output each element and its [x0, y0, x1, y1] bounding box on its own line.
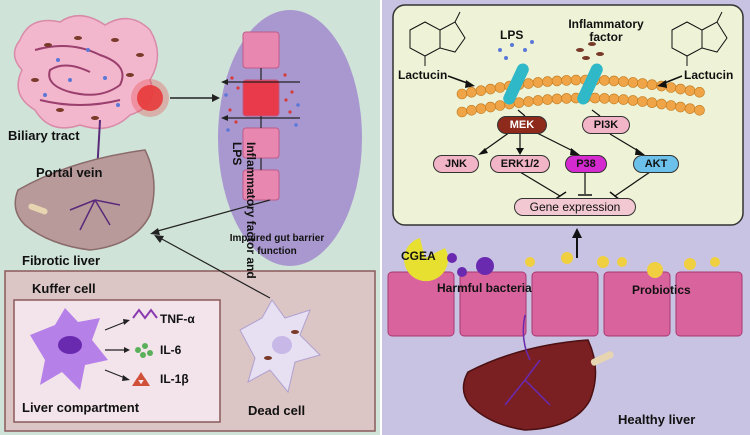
membrane-bead [456, 106, 468, 118]
membrane-bead [456, 88, 468, 100]
erk-node: ERK1/2 [490, 155, 550, 173]
inflammatory-lps-label: Inflammatory factor and LPS [230, 142, 258, 279]
membrane-bead [542, 94, 553, 105]
membrane-bead [551, 75, 563, 87]
membrane-bead [694, 105, 705, 116]
membrane-bead [466, 87, 477, 98]
membrane-bead [532, 95, 544, 106]
portal-vein-label: Portal vein [36, 165, 103, 180]
membrane-bead [675, 101, 686, 113]
impaired-gut-label: Impaired gut barrier function [229, 233, 325, 257]
membrane-bead [532, 77, 544, 88]
membrane-bead [466, 105, 477, 116]
membrane-bead [561, 93, 572, 104]
membrane-bead [599, 75, 610, 86]
fibrotic-liver-label: Fibrotic liver [22, 253, 101, 268]
membrane-bead [684, 103, 696, 114]
p38-node: P38 [565, 155, 607, 173]
gut-barrier-ellipse [218, 10, 362, 266]
membrane-bead [551, 93, 563, 105]
gene-expression-node: Gene expression [514, 198, 636, 216]
lactucin-right-label: Lactucin [684, 68, 734, 82]
cgea-pacman [404, 238, 449, 282]
gut-cell [531, 271, 599, 337]
il6-label: IL-6 [160, 343, 182, 357]
membrane-bead [475, 85, 487, 96]
membrane-bead [627, 95, 639, 106]
healthy-liver-illustration [462, 314, 614, 431]
lactucin-structure-right [671, 11, 728, 66]
intestine-illustration [13, 15, 169, 130]
dead-cell-illustration [239, 299, 321, 394]
membrane-bead [523, 78, 534, 89]
membrane-bead [599, 93, 610, 104]
jnk-node: JNK [433, 155, 479, 173]
liver-compartment-label: Liver compartment [22, 400, 140, 415]
akt-node: AKT [633, 155, 679, 173]
membrane-bead [475, 103, 487, 114]
membrane-bead [646, 97, 658, 109]
membrane-bead [627, 77, 639, 88]
biliary-tract-label: Biliary tract [8, 128, 80, 143]
pi3k-node: PI3K [582, 116, 630, 134]
membrane-bead [684, 85, 696, 96]
tnf-label: TNF-α [160, 312, 195, 326]
epithelial-cells [242, 31, 280, 201]
membrane-bead [665, 100, 677, 111]
probiotics-label: Probiotics [632, 283, 691, 297]
lps-label: LPS [500, 28, 524, 42]
il1b-label: IL-1β [160, 372, 189, 386]
inflammatory-factor-label: Inflammatory factor [568, 17, 644, 44]
fibrotic-liver-illustration [14, 149, 155, 251]
membrane-bead [646, 79, 658, 91]
gut-cell [459, 271, 527, 337]
gut-cell [675, 271, 743, 337]
lps-receptor [503, 63, 529, 105]
membrane-bead [637, 78, 648, 89]
lactucin-left-label: Lactucin [398, 68, 448, 82]
membrane-bead [485, 101, 496, 113]
membrane-bead [618, 76, 629, 87]
membrane-bead [618, 94, 629, 105]
inflammatory-receptor [577, 63, 603, 105]
gut-cell [603, 271, 671, 337]
membrane-bead [523, 96, 534, 107]
membrane-bead [656, 98, 667, 110]
gut-epithelium [387, 271, 743, 337]
membrane-bead [637, 96, 648, 107]
membrane-bead [494, 82, 506, 93]
membrane-bead [675, 83, 686, 95]
membrane-bead [608, 75, 620, 87]
membrane-bead [694, 87, 705, 98]
membrane-bead [542, 76, 553, 87]
mek-node: MEK [497, 116, 547, 134]
cgea-label: CGEA [401, 249, 436, 263]
lactucin-structure-left [409, 11, 466, 66]
membrane-bead [608, 93, 620, 105]
membrane-bead [485, 83, 496, 95]
membrane-bead [665, 82, 677, 93]
kuffer-cell-illustration [30, 308, 158, 390]
membrane-bead [561, 75, 572, 86]
membrane-bead [494, 100, 506, 111]
dead-cell-label: Dead cell [248, 403, 306, 418]
healthy-liver-label: Healthy liver [618, 412, 696, 427]
membrane-bead [570, 74, 582, 86]
kuffer-cell-label: Kuffer cell [32, 281, 96, 296]
harmful-bacteria-label: Harmful bacteria [437, 281, 532, 295]
